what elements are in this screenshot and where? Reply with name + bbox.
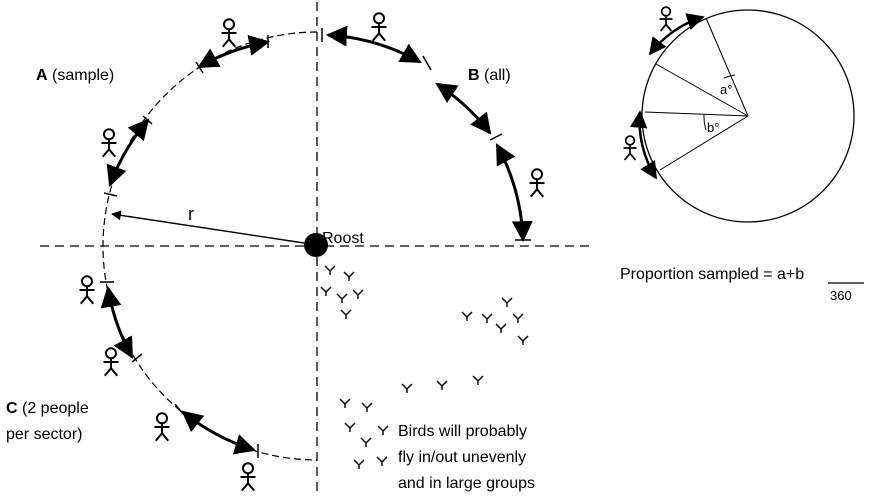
person-icon <box>153 412 171 442</box>
bird-icon <box>340 309 352 320</box>
bird-icon <box>376 456 388 467</box>
bird-icon <box>360 437 372 448</box>
formula-text: Proportion sampled = a+b <box>620 266 804 283</box>
bird-icon <box>517 335 529 346</box>
formula-denominator: 360 <box>830 288 852 303</box>
person-icon <box>102 347 120 377</box>
bird-icon <box>436 380 448 391</box>
person-icon <box>658 6 674 32</box>
birds-note-line-2: fly in/out unevenly <box>398 449 526 466</box>
bird-icon <box>512 313 524 324</box>
person-icon <box>100 128 118 158</box>
bird-icon <box>377 425 389 436</box>
bird-icon <box>361 402 373 413</box>
sector-a-ticks <box>103 35 269 197</box>
radius-label: r <box>188 204 194 224</box>
bird-icon <box>352 289 364 300</box>
bird-icon <box>353 459 365 470</box>
roost-dot <box>304 233 328 257</box>
formula-numerator: a+b <box>777 266 804 283</box>
bird-icon <box>343 271 355 282</box>
sector-c-ticks <box>100 281 259 458</box>
bird-icon <box>401 383 413 394</box>
sector-b-ticks <box>321 28 531 241</box>
roost-label: Roost <box>322 230 364 247</box>
inset-diagram: a° b° <box>622 6 855 223</box>
section-a-label: A (sample) <box>36 67 114 84</box>
sector-a-arrows <box>106 34 271 187</box>
person-icon <box>370 12 388 42</box>
sector-b-arrows <box>325 25 533 243</box>
bird-icon <box>344 422 356 433</box>
person-icon <box>622 135 638 161</box>
bird-icon <box>472 375 484 386</box>
sector-c-arrows <box>100 285 257 455</box>
bird-icon <box>495 323 507 334</box>
angle-a-label: a° <box>720 82 732 97</box>
birds-note-line-1: Birds will probably <box>398 423 527 440</box>
angle-b-label: b° <box>707 120 719 135</box>
bird-icon <box>336 293 348 304</box>
person-icon <box>239 462 257 492</box>
bird-icon <box>339 398 351 409</box>
person-icon <box>78 275 96 305</box>
section-c-label: C (2 people <box>6 400 89 417</box>
radius-arrow <box>111 210 305 244</box>
section-b-label: B (all) <box>468 67 511 84</box>
bird-icon <box>501 297 513 308</box>
birds-note-line-3: and in large groups <box>398 475 535 492</box>
section-c-label-line2: per sector) <box>6 426 82 443</box>
bird-icon <box>461 311 473 322</box>
bird-icon <box>481 313 493 324</box>
bird-icon <box>320 286 332 297</box>
bird-icon <box>324 265 336 276</box>
person-icon <box>528 168 546 198</box>
person-icon <box>220 18 238 48</box>
